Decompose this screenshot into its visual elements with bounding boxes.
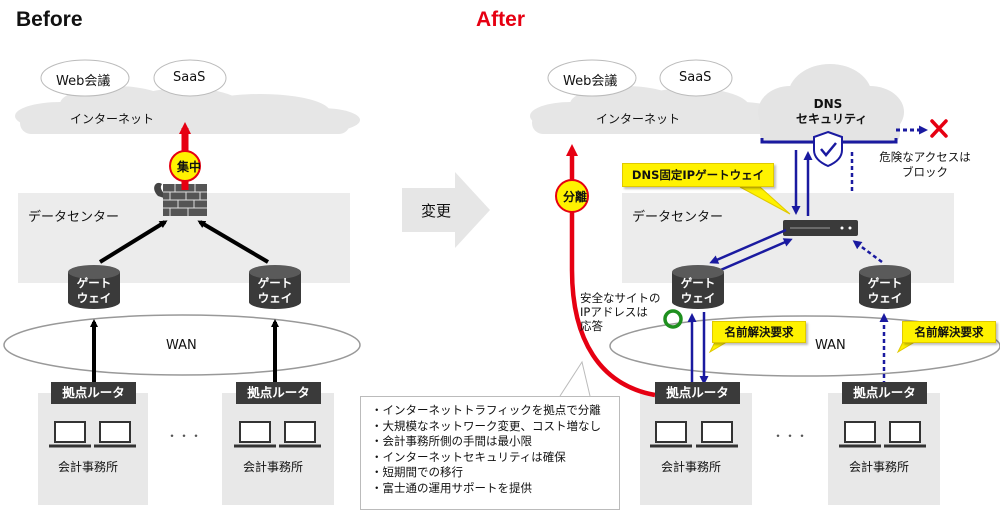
after-separate-badge: 分離 xyxy=(563,190,588,204)
before-router-right: 拠点ルータ xyxy=(236,382,321,404)
before-wan-label: WAN xyxy=(166,338,197,353)
before-concentrate-badge-circle xyxy=(169,150,201,182)
after-saas-cloud xyxy=(659,59,733,97)
after-separate-badge-circle xyxy=(555,179,589,213)
after-ellipsis: ・・・ xyxy=(772,429,809,443)
gw-to-device-arrow xyxy=(715,238,793,274)
after-router-left: 拠点ルータ xyxy=(655,382,740,404)
before-office-panel-left xyxy=(38,393,148,505)
after-gateway-right-label: ゲート ウェイ xyxy=(867,276,903,305)
before-ellipsis: ・・・ xyxy=(166,429,203,443)
before-web-cloud xyxy=(40,59,130,97)
after-gateway-left-label: ゲート ウェイ xyxy=(680,276,716,305)
before-arrow-gw-right xyxy=(197,220,270,264)
before-gateway-left xyxy=(68,265,120,309)
after-datacenter-label: データセンター xyxy=(632,210,724,225)
benefit-item: ・大規模なネットワーク変更、コスト増なし xyxy=(371,418,601,433)
before-laptops-right xyxy=(234,421,321,448)
after-red-separation-path xyxy=(566,144,656,398)
after-web-cloud xyxy=(547,59,637,97)
before-gateway-right-label: ゲート ウェイ xyxy=(257,276,293,305)
after-office-panel-left xyxy=(640,393,752,505)
ok-circle-icon xyxy=(663,309,683,329)
name-resolution-right: 名前解決要求 xyxy=(902,321,996,343)
after-saas-label: SaaS xyxy=(679,70,712,85)
before-datacenter-label: データセンター xyxy=(28,210,120,225)
danger-access-label: 危険なアクセスは ブロック xyxy=(879,150,971,179)
after-internet-label: インターネット xyxy=(596,112,681,126)
after-title: After xyxy=(476,8,526,31)
before-office-panel-right xyxy=(222,393,334,505)
shield-icon xyxy=(813,130,843,168)
after-gateway-right xyxy=(859,265,911,309)
before-saas-cloud xyxy=(153,59,227,97)
dns-security-label: DNS セキュリティ xyxy=(796,97,868,126)
benefit-item: ・インターネットセキュリティは確保 xyxy=(371,449,566,464)
before-gateway-right xyxy=(249,265,301,309)
dns-security-cloud xyxy=(758,64,904,144)
before-internet-label: インターネット xyxy=(70,112,155,126)
before-arrow-gw-left xyxy=(98,220,168,264)
change-label: 変更 xyxy=(421,202,452,220)
after-office-panel-right xyxy=(828,393,940,505)
before-office-right-label: 会計事務所 xyxy=(243,460,304,474)
block-x-icon xyxy=(930,119,948,138)
before-gateway-left-label: ゲート ウェイ xyxy=(76,276,112,305)
dns-gateway-label-pointer xyxy=(739,186,791,215)
benefits-note: ・インターネットトラフィックを拠点で分離 ・大規模なネットワーク変更、コスト増な… xyxy=(360,396,620,510)
safe-ip-label: 安全なサイトの IPアドレスは 応答 xyxy=(580,291,661,333)
change-arrow xyxy=(402,172,490,248)
after-gateway-left xyxy=(672,265,724,309)
after-laptops-right xyxy=(839,421,926,448)
device-to-gw-arrow xyxy=(709,228,787,264)
before-office-left-label: 会計事務所 xyxy=(58,460,119,474)
before-title: Before xyxy=(16,8,83,31)
after-laptops-left xyxy=(650,421,738,448)
after-office-left-label: 会計事務所 xyxy=(661,460,722,474)
benefit-item: ・富士通の運用サポートを提供 xyxy=(371,480,532,495)
after-router-right: 拠点ルータ xyxy=(842,382,927,404)
gw-right-to-device-dashed xyxy=(852,240,883,264)
benefit-item: ・短期間での移行 xyxy=(371,465,463,480)
after-web-label: Web会議 xyxy=(563,74,618,89)
benefit-item: ・会計事務所側の手間は最小限 xyxy=(371,434,532,449)
after-wan-label: WAN xyxy=(815,338,846,353)
before-saas-label: SaaS xyxy=(173,70,206,85)
before-concentrate-badge: 集中 xyxy=(177,160,202,174)
before-web-label: Web会議 xyxy=(56,74,111,89)
benefit-item: ・インターネットトラフィックを拠点で分離 xyxy=(371,403,601,417)
after-office-right-label: 会計事務所 xyxy=(849,460,910,474)
note-pointer xyxy=(559,360,591,397)
before-router-left: 拠点ルータ xyxy=(51,382,136,404)
before-laptops-left xyxy=(49,421,136,448)
dns-gateway-device xyxy=(783,220,858,236)
dns-gateway-label: DNS固定IPゲートウェイ xyxy=(622,163,774,187)
name-resolution-left: 名前解決要求 xyxy=(712,321,806,343)
